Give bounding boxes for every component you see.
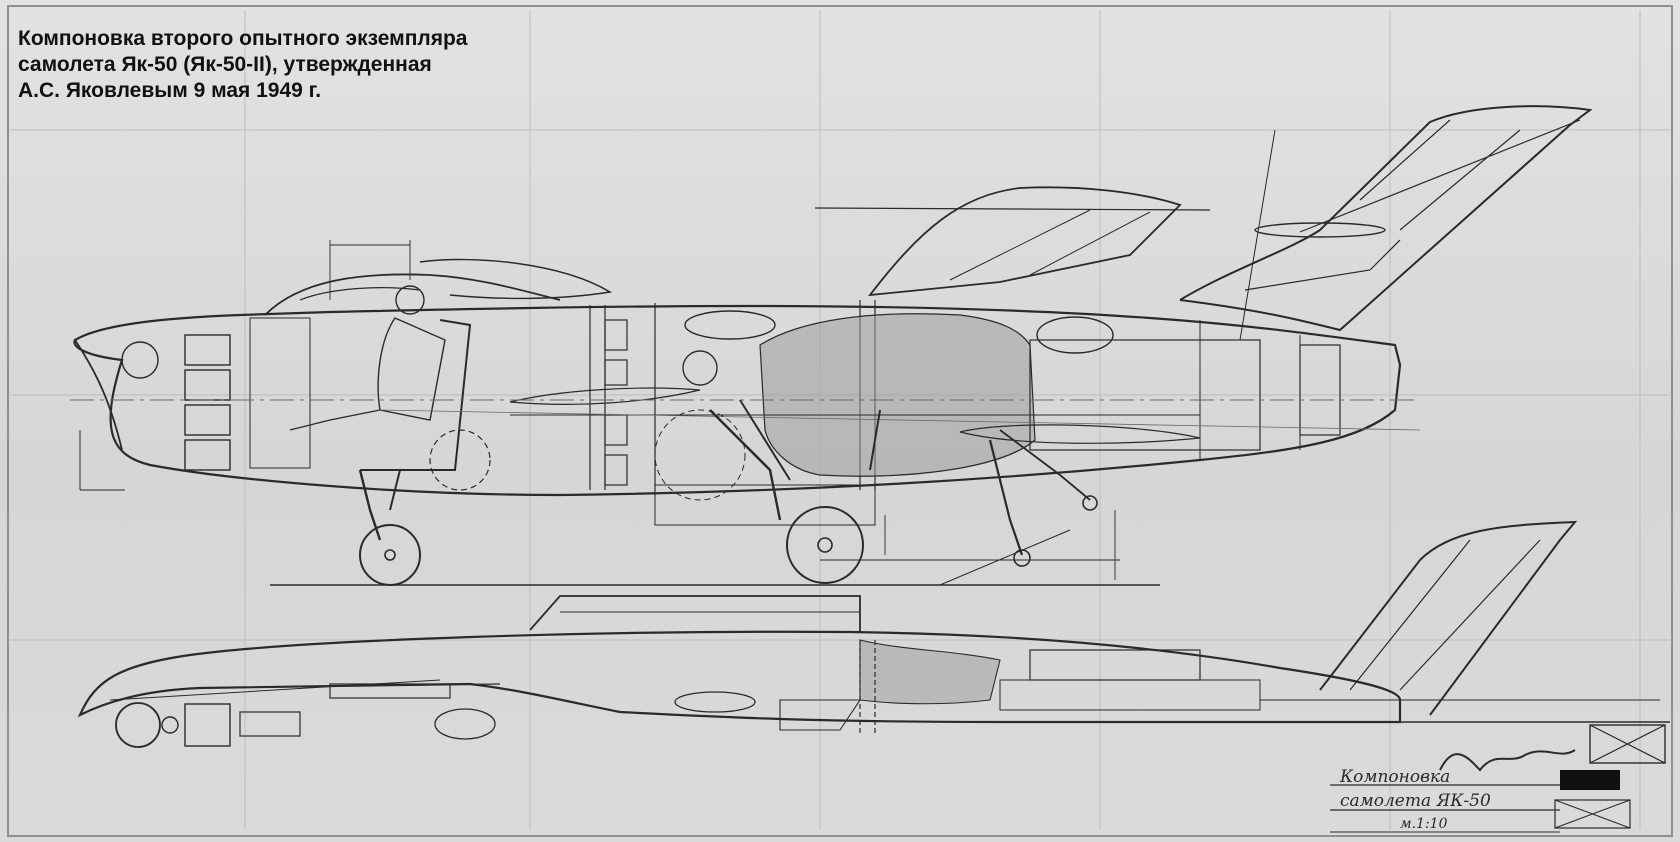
caption-line-2: самолета Як-50 (Як-50-II), утвержденная [18,53,432,76]
plan-view [77,520,1670,748]
caption-line-3: А.С. Яковлевым 9 мая 1949 г. [18,79,322,102]
caption: Компоновка второго опытного экземпляра с… [18,26,467,104]
sheet-border [7,5,1673,837]
stamp-scale: м.1:10 [1400,816,1448,832]
stamp-title-2: самолета ЯК-50 [1340,791,1491,811]
stamp-block: Компоновка самолета ЯК-50 м.1:10 [1330,724,1666,833]
side-view [70,105,1593,586]
stamp-title-1: Компоновка [1339,767,1450,787]
signature [1439,749,1576,772]
caption-line-1: Компоновка второго опытного экземпляра [18,27,468,50]
